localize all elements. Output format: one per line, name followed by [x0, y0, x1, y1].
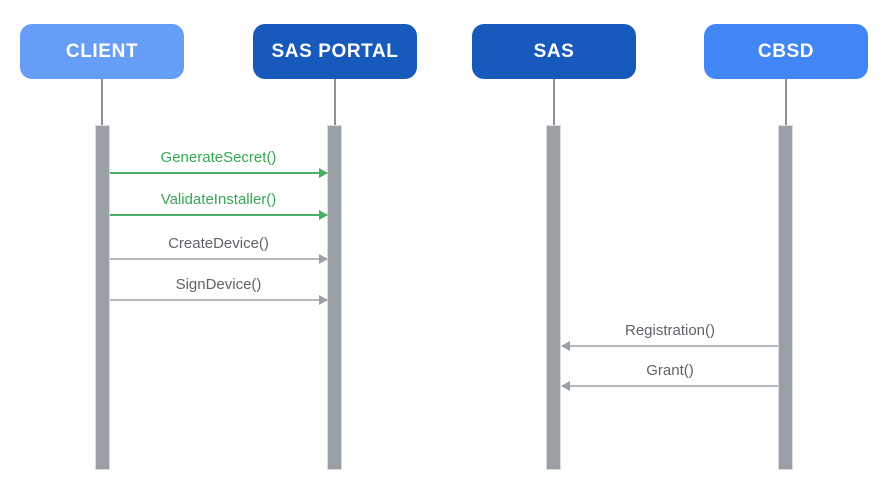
lifeline-sas-portal	[334, 79, 336, 125]
lifeline-cbsd	[785, 79, 787, 125]
activation-bar-cbsd	[778, 125, 793, 470]
message-label-validate-installer: ValidateInstaller()	[160, 191, 277, 208]
message-arrow-create-device	[110, 258, 327, 260]
actor-label-client: CLIENT	[65, 40, 139, 62]
message-generate-secret: GenerateSecret()	[110, 149, 327, 174]
actor-label-sas: SAS	[533, 40, 575, 62]
message-arrow-validate-installer	[110, 214, 327, 216]
message-arrow-registration	[562, 345, 778, 347]
message-label-sign-device: SignDevice()	[175, 276, 262, 293]
message-arrow-generate-secret	[110, 172, 327, 174]
actor-label-sas-portal: SAS PORTAL	[271, 40, 399, 62]
actor-box-client: CLIENT	[20, 24, 184, 79]
message-arrow-sign-device	[110, 299, 327, 301]
activation-bar-sas	[546, 125, 561, 470]
activation-bar-client	[95, 125, 110, 470]
actor-label-cbsd: CBSD	[757, 40, 815, 62]
message-registration: Registration()	[562, 322, 778, 347]
message-arrow-grant	[562, 385, 778, 387]
message-label-registration: Registration()	[624, 322, 716, 339]
message-label-grant: Grant()	[646, 362, 694, 379]
actor-box-cbsd: CBSD	[704, 24, 868, 79]
actor-box-sas-portal: SAS PORTAL	[253, 24, 417, 79]
message-grant: Grant()	[562, 362, 778, 387]
message-label-generate-secret: GenerateSecret()	[160, 149, 277, 166]
lifeline-sas	[553, 79, 555, 125]
message-sign-device: SignDevice()	[110, 276, 327, 301]
message-label-create-device: CreateDevice()	[168, 235, 269, 252]
activation-bar-sas-portal	[327, 125, 342, 470]
message-validate-installer: ValidateInstaller()	[110, 191, 327, 216]
message-create-device: CreateDevice()	[110, 235, 327, 260]
actor-box-sas: SAS	[472, 24, 636, 79]
lifeline-client	[101, 79, 103, 125]
